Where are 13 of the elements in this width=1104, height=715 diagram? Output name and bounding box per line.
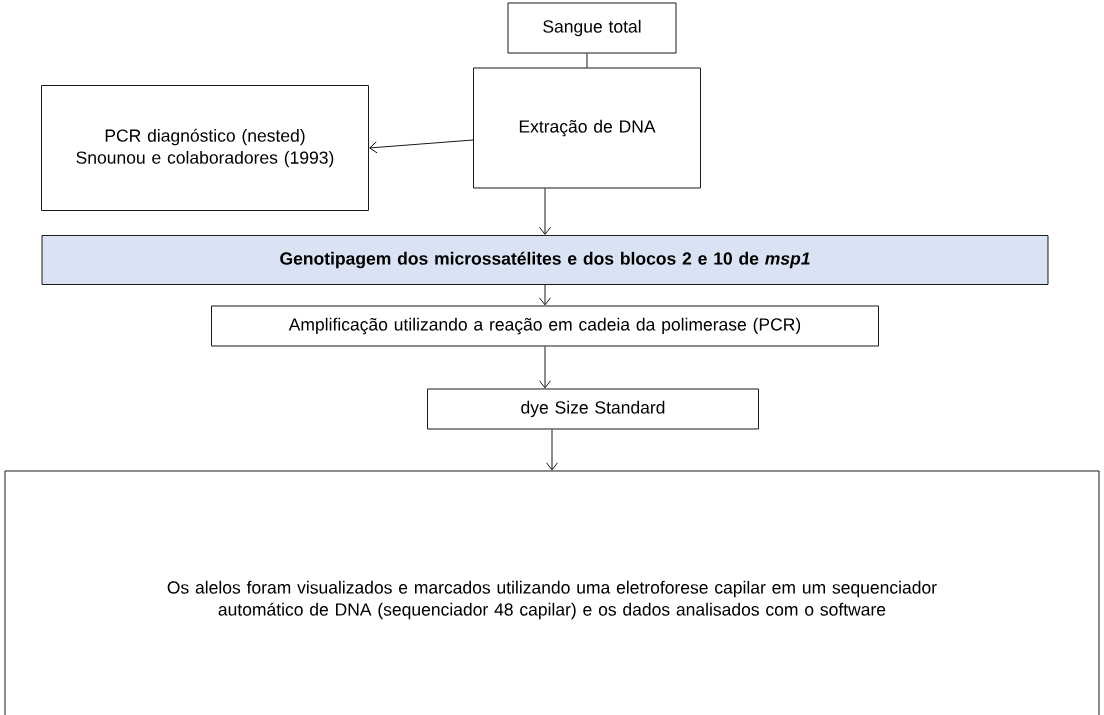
process-box: Extração de DNA [473, 67, 701, 189]
process-box: Sangue total [507, 2, 677, 54]
arrow [539, 188, 551, 235]
process-box: Amplificação utilizando a reação em cadeia da polimerase (PCR) [211, 305, 879, 347]
process-box: dye Size Standard [427, 388, 759, 430]
arrow [546, 429, 558, 471]
connector-line [586, 53, 588, 68]
process-box: Os alelos foram visualizados e marcados utilizando uma eletroforese capilar em um sequenciador automático de DNA (sequenciador 48 capilar) e os dados analisados com o software [4, 470, 1100, 715]
process-box: PCR diagnóstico (nested) Snounou e colaboradores (1993) [41, 85, 369, 211]
arrow [369, 139, 474, 154]
arrow [539, 284, 551, 306]
highlighted-step-band: Genotipagem dos microssatélites e dos blocos 2 e 10 de msp1 [41, 235, 1049, 285]
arrow [539, 346, 551, 389]
